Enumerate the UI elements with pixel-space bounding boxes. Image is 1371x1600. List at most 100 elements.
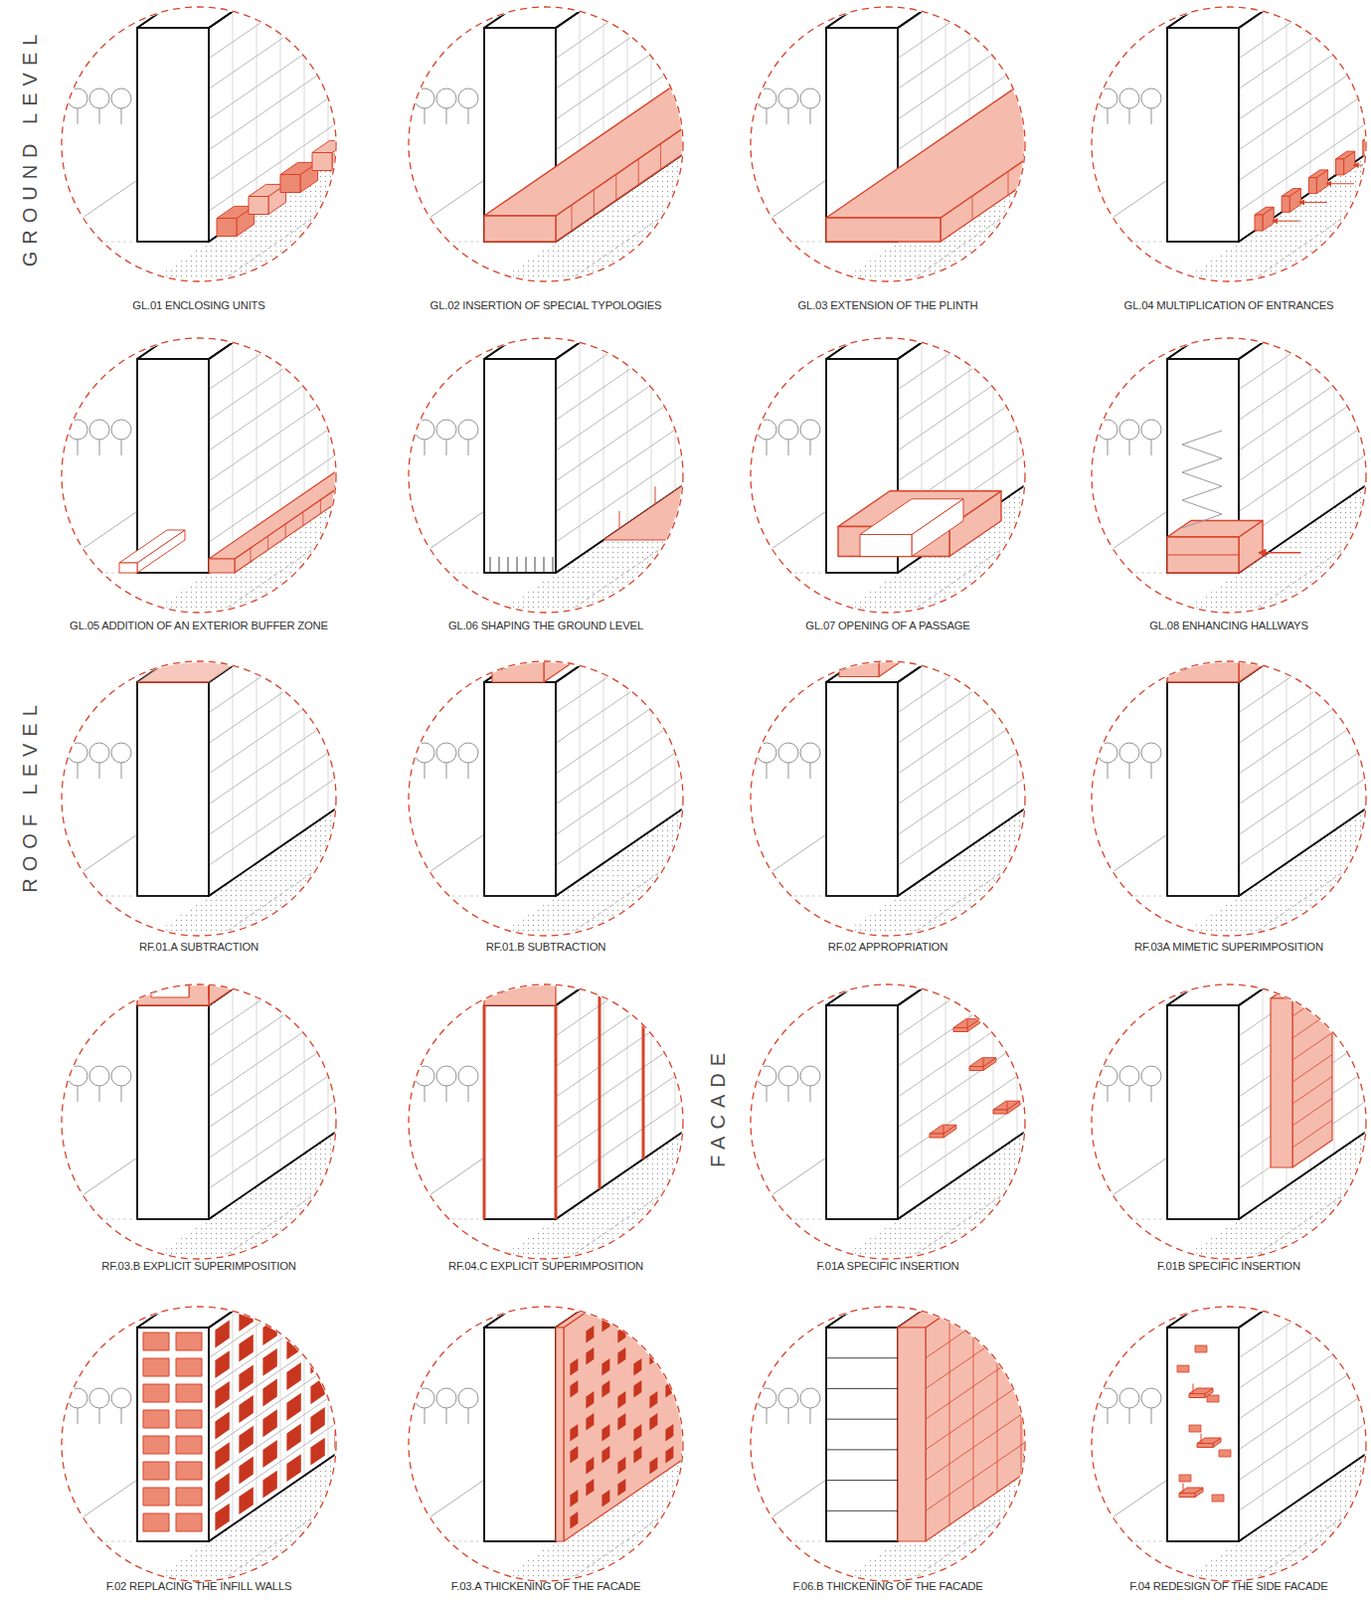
opening [601,1489,610,1508]
drawing [958,1092,1371,1600]
buffer-line [460,403,462,418]
grid-line [1040,0,1042,144]
building [826,124,1240,360]
grid-line [746,1196,748,1410]
grid-line [865,469,867,684]
plinth-line [1008,171,1010,195]
dashed-circle [1091,1306,1367,1581]
opening [887,1248,896,1267]
grid-line [375,0,377,128]
grid-line [1116,1196,1118,1410]
tree [1119,1387,1140,1408]
infill-wall [381,1358,396,1386]
infill-wall [357,1373,372,1402]
caption: RF.04.C EXPLICIT SUPERIMPOSITION [374,1257,717,1274]
grid-line [542,452,544,667]
grid-line [973,1294,975,1509]
balcony [953,1019,981,1029]
infill-wall [238,1394,253,1423]
module-line [1292,989,1333,1018]
grid-line [1235,1114,1237,1329]
grid-line [1136,1163,1138,1377]
tree-stem [1151,1085,1153,1102]
opening [903,1150,912,1169]
tree-stem [1129,1085,1131,1102]
building [1167,682,1239,896]
building-outline [1167,770,1371,1007]
grid-line [1358,1245,1360,1460]
tree-stem [121,108,123,125]
roof-extension [312,722,551,935]
grid-line [969,956,971,1171]
storey-grid [1358,552,1360,601]
opening [649,1390,658,1409]
tree [1097,742,1118,763]
removed-roof [137,447,551,684]
typology-line [794,51,796,78]
floor-line [1238,1213,1371,1450]
grid-line [1231,129,1233,343]
floor-line [1238,1153,1371,1389]
column [642,945,646,1160]
ridge [694,813,739,844]
grid-line [471,0,473,62]
tree-stem [446,108,448,125]
building [826,682,898,896]
roof-house [1007,554,1039,579]
caption: GL.03 EXTENSION OF THE PLINTH [716,297,1059,314]
window [1177,1365,1190,1372]
grid-line [399,0,401,111]
building-outline [137,447,551,684]
railing [967,1020,969,1029]
entrance-arrow [1353,165,1371,167]
grid-line [1136,517,1138,732]
grid-line [1207,1114,1209,1329]
enclosed-unit [312,153,333,172]
infill-wall [453,1247,468,1276]
ground-line [627,895,827,897]
tree [67,1065,88,1086]
roof-volume [667,539,719,562]
grid-line [399,227,401,442]
infill-wall [238,1456,253,1485]
grid-line [280,633,282,848]
roof-volume [718,513,759,563]
tree [458,1065,479,1086]
opening [808,1259,817,1278]
railing [1007,1101,1009,1110]
grid-line [1088,873,1090,1088]
tree-stem [424,762,426,779]
caption: F.02 REPLACING THE INFILL WALLS [27,1577,370,1594]
plinth-line [972,195,974,220]
grid-line [447,517,449,732]
opening [696,1358,705,1376]
balcony [1070,957,1084,971]
opening [840,1150,849,1169]
opening [696,1423,705,1442]
infill-wall [143,1358,170,1376]
ground-hatch [145,1256,889,1585]
ground-line [617,611,1151,979]
eave [599,923,644,954]
caption: F.04 REDESIGN OF THE SIDE FACADE [1057,1577,1371,1594]
building [1167,1005,1239,1219]
entrance [1336,159,1345,175]
infill-wall [143,1332,170,1351]
hallway-line [1167,554,1239,556]
special-typology [484,215,556,242]
building-outline [137,27,209,242]
tree-stem [1107,1085,1109,1102]
grid-line [399,1196,401,1410]
ground-hatch [145,288,889,617]
intervention-panel: F.01B SPECIFIC INSERTION [1057,978,1371,1278]
tree-stem [810,1085,812,1102]
opening [824,1292,833,1311]
infill-wall [477,1139,492,1168]
entrance-arrow [1272,220,1301,222]
storey-grid [1262,618,1264,667]
dashed-circle [750,984,1026,1259]
building [897,447,1240,897]
window [1195,1345,1207,1353]
infill-wall [334,1360,348,1388]
ridge [782,752,827,783]
